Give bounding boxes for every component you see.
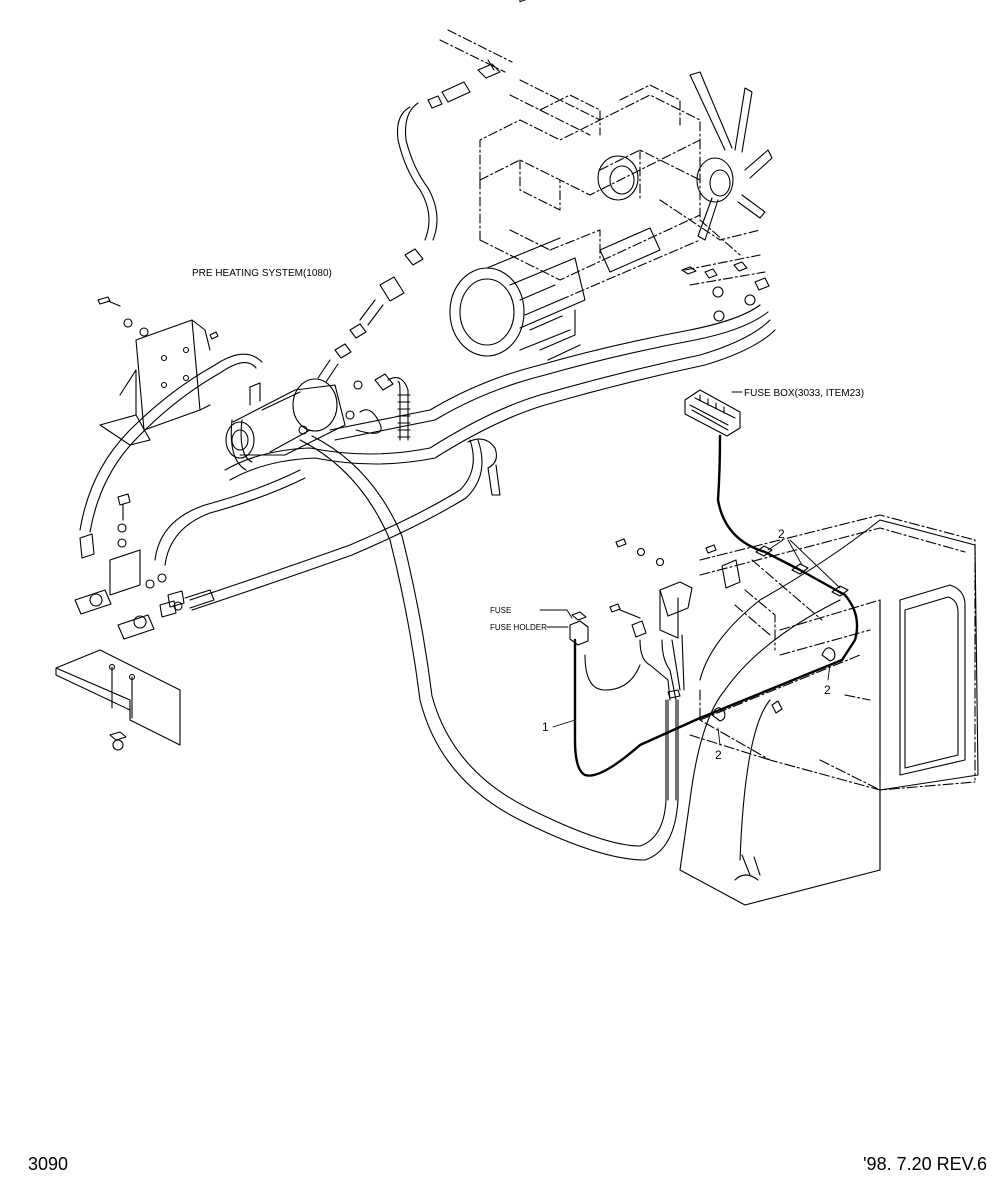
engine-details [449,0,773,361]
wire-harness [573,434,859,777]
item-number-harness: 1 [542,720,549,734]
pre-heating-system-label: PRE HEATING SYSTEM(1080) [192,268,332,279]
fuse-holder [569,611,589,646]
leader-lines [539,391,841,746]
fuse-label: FUSE [490,606,511,615]
upper-bracket [97,296,219,446]
heater-hoses [79,59,776,861]
page-number: 3090 [28,1154,69,1174]
item-number-clip-lower: 2 [715,748,722,762]
fuse-box [684,389,741,437]
relay-connectors [584,538,741,801]
item-number-clip-right: 2 [824,683,831,697]
fuse-box-label: FUSE BOX(3033, ITEM23) [744,388,864,399]
heater-unit [225,378,501,496]
revision-date: '98. 7.20 REV.6 [863,1154,987,1174]
cab-outline [679,519,979,906]
fuse-holder-label: FUSE HOLDER [490,623,547,632]
cab-phantom [689,514,976,791]
valves-and-lower-bracket [55,493,215,751]
harness-clips [711,545,849,722]
item-number-clip-top: 2 [778,527,785,541]
engine-phantom [439,29,766,301]
